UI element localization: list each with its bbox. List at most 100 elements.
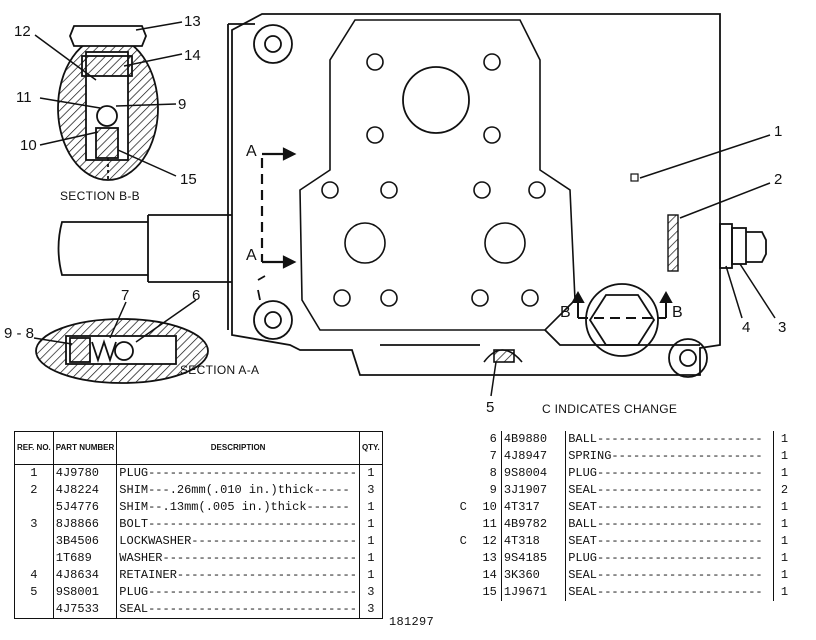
callout-2: 2 xyxy=(774,171,783,188)
part-number-cell: 1J9671 xyxy=(500,584,567,601)
callout-14: 14 xyxy=(184,47,201,64)
part-number-cell: 4T318 xyxy=(500,533,567,550)
change-flag-cell xyxy=(455,584,471,601)
description-cell: SHIM---.26mm(.010 in.)thick----- xyxy=(116,482,360,499)
part-number-cell: 8J8866 xyxy=(53,516,118,533)
ref-cell: 12 xyxy=(482,534,497,548)
mounting-lugs xyxy=(253,24,708,378)
ref-cell: 11 xyxy=(482,517,497,531)
spool-shaft xyxy=(57,214,232,283)
description-cell: PLUG----------------------------- xyxy=(116,464,360,482)
ref-cell xyxy=(14,499,54,516)
section-bb-caption: SECTION B-B xyxy=(60,189,140,203)
qty-cell: 1 xyxy=(780,466,789,480)
ref-cell: 10 xyxy=(482,500,497,514)
qty-cell: 3 xyxy=(367,483,375,497)
part-number-cell: 4T317 xyxy=(500,499,567,516)
section-marker-a-top: A xyxy=(246,143,257,160)
header-description: DESCRIPTION xyxy=(116,431,360,465)
qty-cell: 1 xyxy=(780,449,789,463)
part-number-cell: 4J8224 xyxy=(53,482,118,499)
callout-13: 13 xyxy=(184,13,201,30)
part-number-cell: 9S8001 xyxy=(53,584,118,601)
ref-cell xyxy=(14,601,54,619)
callout-1: 1 xyxy=(774,123,783,140)
part-number-cell: 9S8004 xyxy=(500,465,567,482)
qty-cell: 1 xyxy=(780,568,789,582)
qty-cell: 1 xyxy=(780,534,789,548)
part-number-cell: 5J4776 xyxy=(53,499,118,516)
change-flag-cell: C xyxy=(459,534,467,548)
callout-10: 10 xyxy=(20,137,37,154)
section-bb-view xyxy=(57,25,159,181)
callout-9-8: 9 - 8 xyxy=(4,325,35,342)
section-line-bb xyxy=(571,290,673,319)
callout-5: 5 xyxy=(486,399,495,416)
description-cell: SEAL----------------------- xyxy=(565,567,774,584)
qty-cell: 1 xyxy=(780,500,789,514)
ref-cell: 8 xyxy=(489,466,497,480)
section-marker-a-bottom: A xyxy=(246,247,257,264)
description-cell: SHIM--.13mm(.005 in.)thick------ xyxy=(116,499,360,516)
leader-lines xyxy=(33,21,776,397)
bolt-holes xyxy=(321,53,546,307)
section-aa-view xyxy=(35,318,209,384)
ref-cell: 15 xyxy=(482,585,497,599)
qty-cell: 1 xyxy=(367,534,375,548)
callout-4: 4 xyxy=(742,319,751,336)
change-flag-cell xyxy=(455,550,471,567)
ref-cell: 6 xyxy=(489,432,497,446)
ref-cell xyxy=(14,550,54,567)
drawing-number: 181297 xyxy=(389,615,435,629)
callout-11: 11 xyxy=(16,89,32,106)
shim-part xyxy=(667,214,679,272)
side-plug-assembly xyxy=(719,223,767,269)
part-number-cell: 1T689 xyxy=(53,550,118,567)
qty-cell: 3 xyxy=(367,585,375,599)
description-cell: BOLT----------------------------- xyxy=(116,516,360,533)
part-number-cell: 3B4506 xyxy=(53,533,118,550)
ref-cell: 13 xyxy=(482,551,497,565)
ref-cell: 1 xyxy=(14,464,54,482)
ref-cell xyxy=(14,533,54,550)
valve-body xyxy=(227,13,721,376)
change-flag-cell xyxy=(455,516,471,533)
ref-cell: 9 xyxy=(489,483,497,497)
qty-cell: 1 xyxy=(367,466,375,480)
table-header-row: REF. NO. PART NUMBER DESCRIPTION QTY. xyxy=(14,431,383,465)
callout-15: 15 xyxy=(180,171,197,188)
hex-plug xyxy=(585,283,659,357)
part-number-cell: 4J9780 xyxy=(53,464,118,482)
qty-cell: 1 xyxy=(367,551,375,565)
qty-cell: 1 xyxy=(780,517,789,531)
description-cell: SEAL----------------------- xyxy=(565,584,774,601)
part-number-cell: 4B9782 xyxy=(500,516,567,533)
ref-cell: 4 xyxy=(14,567,54,584)
header-qty: QTY. xyxy=(359,431,383,465)
description-cell: PLUG----------------------- xyxy=(565,465,774,482)
description-cell: WASHER--------------------------- xyxy=(116,550,360,567)
section-aa-caption: SECTION A-A xyxy=(180,363,260,377)
part-number-cell: 3K360 xyxy=(500,567,567,584)
part-number-cell: 4J8634 xyxy=(53,567,118,584)
qty-cell: 2 xyxy=(780,483,789,497)
exploded-parts-drawing xyxy=(33,13,776,397)
qty-cell: 3 xyxy=(367,602,375,616)
part-number-cell: 9S4185 xyxy=(500,550,567,567)
qty-cell: 1 xyxy=(780,585,789,599)
description-cell: PLUG----------------------------- xyxy=(116,584,360,601)
qty-cell: 1 xyxy=(780,432,789,446)
part-number-cell: 4B9880 xyxy=(500,431,567,448)
qty-cell: 1 xyxy=(367,500,375,514)
